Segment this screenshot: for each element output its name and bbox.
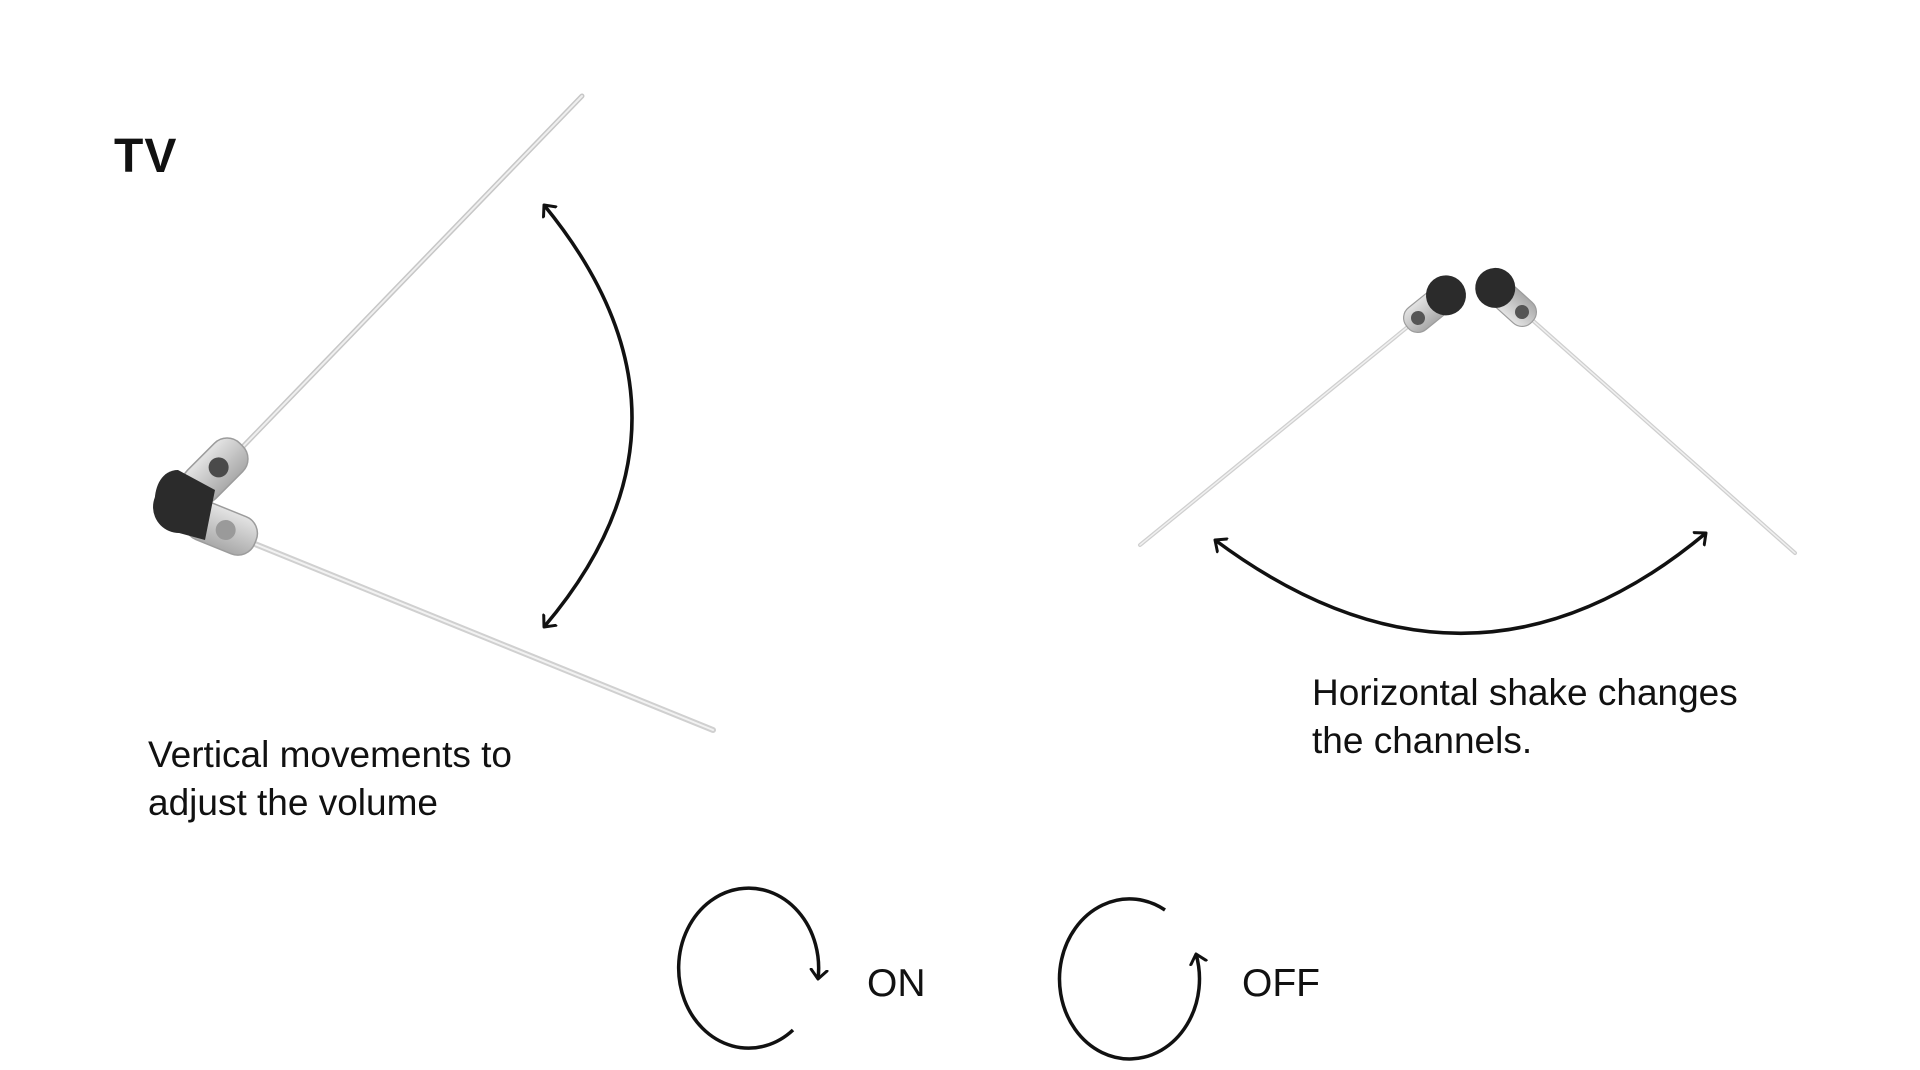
page-title: TV xyxy=(114,130,178,183)
remote-right-position xyxy=(1475,267,1797,555)
volume-caption-line-2: adjust the volume xyxy=(148,782,439,823)
off-label: OFF xyxy=(1242,962,1320,1005)
volume-caption-line-1: Vertical movements to xyxy=(148,734,512,775)
channel-caption-line-2: the channels. xyxy=(1312,720,1533,761)
on-label: ON xyxy=(867,962,926,1005)
channel-caption: Horizontal shake changes the channels. xyxy=(1312,669,1738,765)
clockwise-arrow-icon xyxy=(676,886,819,1050)
counterclockwise-arrow-icon xyxy=(1057,897,1199,1061)
horizontal-double-arrow xyxy=(1215,533,1706,635)
channel-caption-line-1: Horizontal shake changes xyxy=(1312,672,1738,713)
vertical-double-arrow xyxy=(544,205,634,627)
remote-left-position xyxy=(1138,275,1466,547)
remote-upper-position xyxy=(153,93,585,533)
remote-lower-position xyxy=(154,470,716,733)
volume-caption: Vertical movements to adjust the volume xyxy=(148,731,512,827)
